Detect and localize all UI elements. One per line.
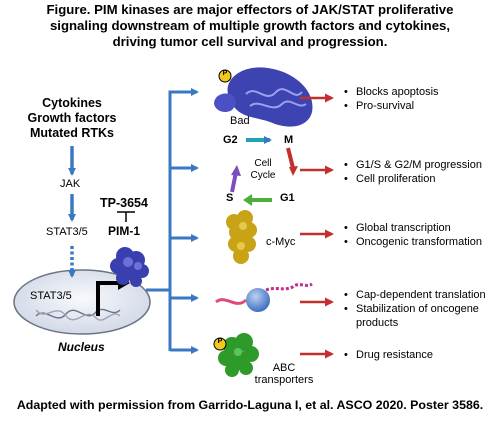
transcription-arrow (96, 281, 120, 316)
effects-abc: Drug resistance (344, 348, 433, 362)
phase-g2: G2 (223, 134, 238, 146)
effect-item: Pro-survival (344, 99, 439, 113)
effect-item: Global transcription (344, 221, 482, 235)
inhibitor-label: TP-3654 (100, 196, 148, 210)
effects-translation: Cap-dependent translation Stabilization … (344, 288, 486, 330)
effect-item: Cap-dependent translation (344, 288, 486, 302)
abc-protein (218, 333, 259, 377)
stat-cytoplasm-label: STAT3/5 (46, 226, 88, 238)
cmyc-protein (226, 210, 257, 264)
figure-title: Figure. PIM kinases are major effectors … (0, 2, 500, 50)
input-growth-factors: Growth factors (27, 111, 117, 125)
title-line-3: driving tumor cell survival and progress… (112, 34, 388, 49)
phase-m: M (284, 134, 294, 146)
abc-phospho-icon (213, 337, 227, 351)
effect-item-continuation: products (356, 317, 399, 329)
cell-cycle-label: Cell Cycle (248, 158, 278, 182)
mitochondrion (214, 67, 313, 127)
cell-cycle-label-1: Cell (254, 158, 272, 169)
upstream-inputs: Cytokines Growth factors Mutated RTKs (12, 96, 132, 141)
cmyc-label: c-Myc (266, 236, 296, 248)
translation-complex (215, 282, 313, 312)
attribution-footer: Adapted with permission from Garrido-Lag… (16, 398, 484, 412)
input-cytokines: Cytokines (42, 96, 102, 110)
pim1-protein (110, 247, 149, 287)
effect-item: Blocks apoptosis (344, 85, 439, 99)
effect-item: G1/S & G2/M progression (344, 158, 482, 172)
bad-phospho-letter: P (222, 70, 228, 77)
effects-bad: Blocks apoptosis Pro-survival (344, 85, 439, 113)
abc-label-1: ABC (272, 362, 296, 374)
bad-label: Bad (230, 115, 250, 127)
stat-nucleus-label: STAT3/5 (30, 290, 72, 302)
phase-s: S (226, 192, 234, 204)
phase-g1: G1 (280, 192, 295, 204)
effect-item: Drug resistance (344, 348, 433, 362)
abc-label-2: transporters (254, 374, 314, 386)
dna-helix (35, 308, 121, 321)
title-line-1: Figure. PIM kinases are major effectors … (46, 2, 454, 17)
bad-phospho-icon (218, 69, 232, 83)
pim1-label: PIM-1 (108, 224, 141, 238)
cell-cycle-label-2: Cycle (250, 170, 276, 181)
abc-phospho-letter: P (217, 338, 223, 345)
effect-item: Stabilization of oncogene (344, 302, 486, 316)
input-mutated-rtks: Mutated RTKs (29, 126, 115, 140)
effect-item: Cell proliferation (344, 172, 482, 186)
title-line-2: signaling downstream of multiple growth … (49, 18, 451, 33)
branch-connector (146, 90, 196, 292)
nucleus-label: Nucleus (58, 340, 105, 354)
effect-item: Oncogenic transformation (344, 235, 482, 249)
effects-cell-cycle: G1/S & G2/M progression Cell proliferati… (344, 158, 482, 186)
effects-cmyc: Global transcription Oncogenic transform… (344, 221, 482, 249)
jak-label: JAK (60, 178, 81, 190)
abc-label: ABC transporters (252, 362, 316, 386)
nucleus-ellipse (13, 269, 151, 335)
cell-cycle-arrows (230, 136, 298, 206)
